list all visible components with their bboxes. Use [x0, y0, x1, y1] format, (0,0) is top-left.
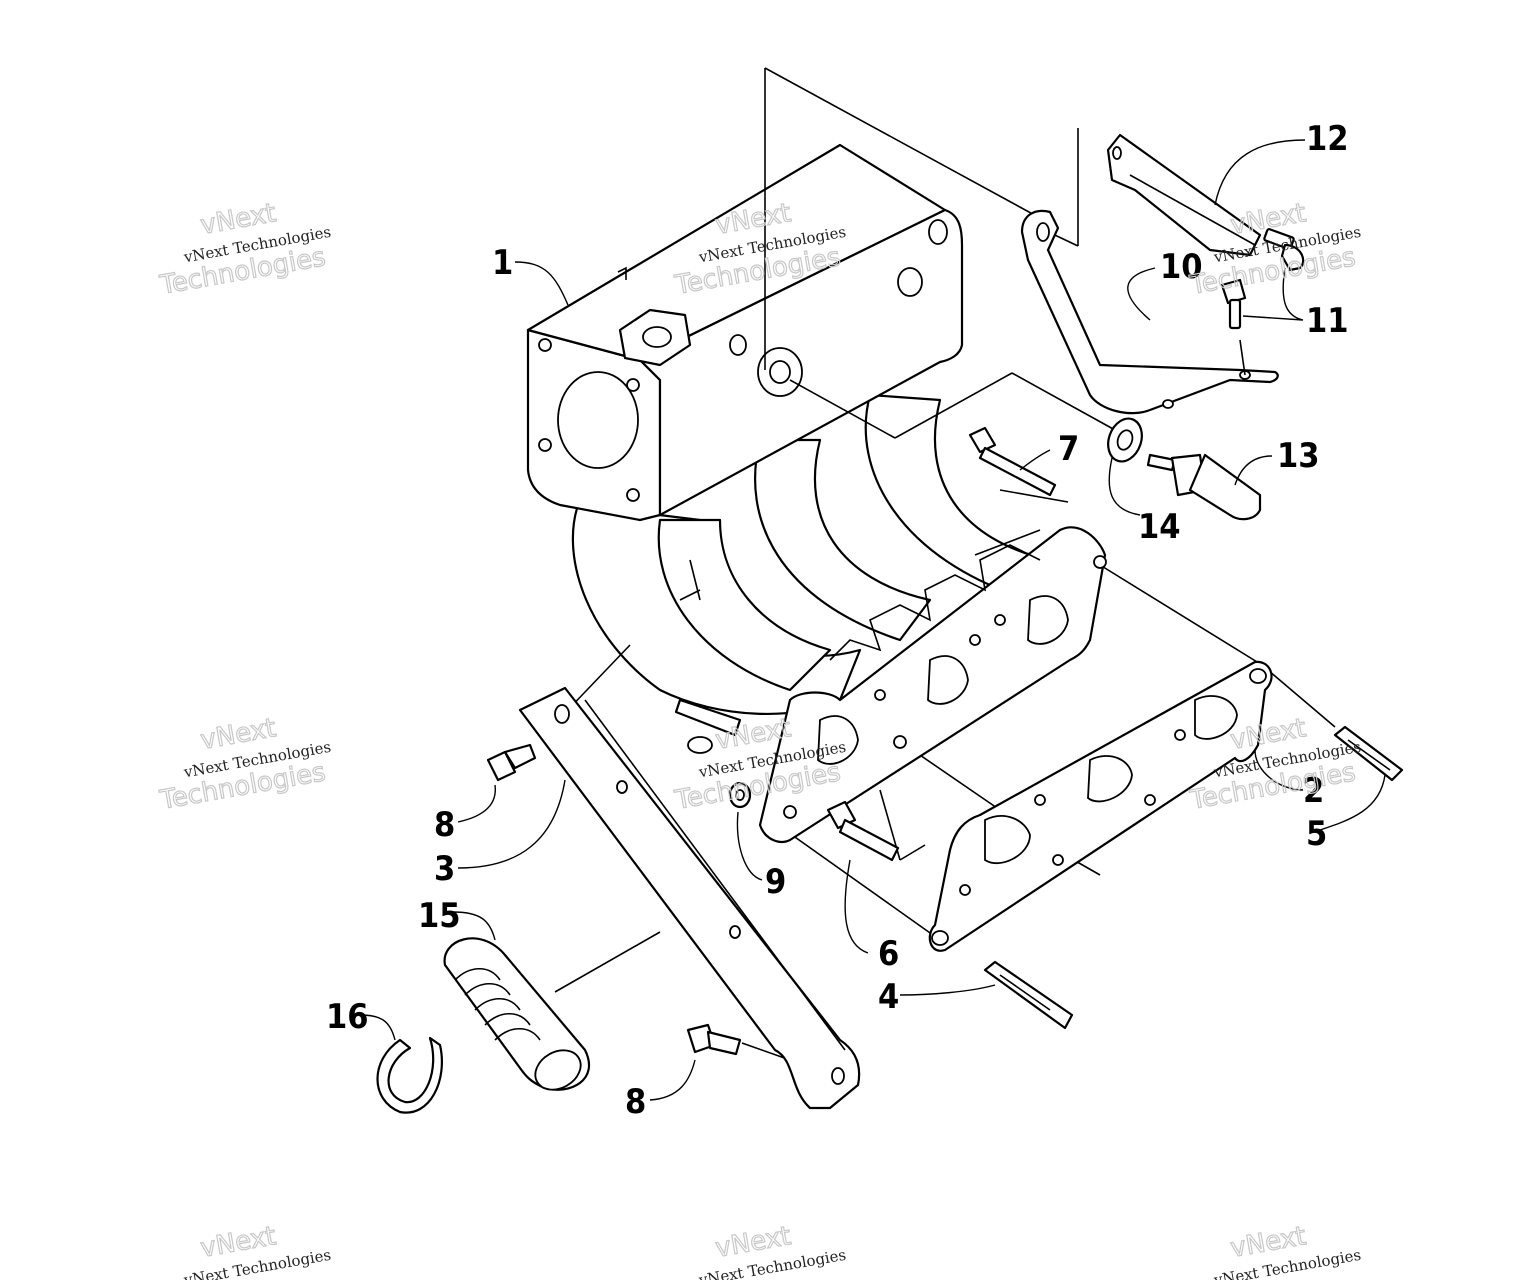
- callout-leaders: [359, 139, 1386, 1101]
- callout-4: 4: [878, 977, 899, 1017]
- part-gasket: [928, 660, 1273, 952]
- part-bolt-7: [968, 426, 1057, 497]
- part-bolt-8-upper: [486, 743, 537, 782]
- watermark-9: vNext vNext Technologies: [1212, 1221, 1363, 1280]
- callout-labels: 1 2 3 4 5 6 7 8 8 9 10 11 12 13 14 15 16: [326, 119, 1349, 1122]
- watermark-4: vNext vNext Technologies Technologies: [156, 713, 332, 817]
- callout-1: 1: [492, 243, 513, 283]
- part-washer-9: [728, 781, 752, 809]
- callout-9: 9: [765, 862, 786, 902]
- callout-8-lower: 8: [625, 1082, 646, 1122]
- callout-5: 5: [1306, 814, 1327, 854]
- callout-3: 3: [434, 849, 455, 889]
- callout-10: 10: [1160, 247, 1203, 287]
- part-bracket-bar: [518, 686, 861, 1110]
- part-bracket-10: [1020, 209, 1279, 415]
- part-stud-4: [983, 960, 1074, 1030]
- callout-11: 11: [1306, 301, 1349, 341]
- part-bolt-6: [826, 800, 900, 862]
- watermark-1: vNext vNext Technologies Technologies: [156, 198, 332, 302]
- callout-6: 6: [878, 934, 899, 974]
- callout-2: 2: [1303, 771, 1324, 811]
- part-manifold-body: [526, 143, 1052, 716]
- part-flange-assembly: [674, 526, 1107, 843]
- callout-12: 12: [1306, 119, 1349, 159]
- part-bolts-11: [1220, 228, 1305, 330]
- part-clamp-16: [376, 1036, 443, 1114]
- part-stud-5: [1333, 725, 1404, 782]
- part-bracket-12: [1106, 133, 1262, 257]
- part-washer-14: [1107, 417, 1143, 463]
- callout-8-upper: 8: [434, 805, 455, 845]
- part-bolt-8-lower: [686, 1023, 742, 1056]
- watermark-8: vNext vNext Technologies: [697, 1221, 848, 1280]
- watermark-7: vNext vNext Technologies: [182, 1221, 333, 1280]
- callout-16: 16: [326, 997, 369, 1037]
- callout-15: 15: [418, 896, 461, 936]
- callout-13: 13: [1277, 436, 1320, 476]
- callout-14: 14: [1138, 507, 1181, 547]
- part-sensor-13: [1146, 453, 1262, 521]
- part-hose-15: [443, 937, 591, 1091]
- callout-7: 7: [1058, 429, 1079, 469]
